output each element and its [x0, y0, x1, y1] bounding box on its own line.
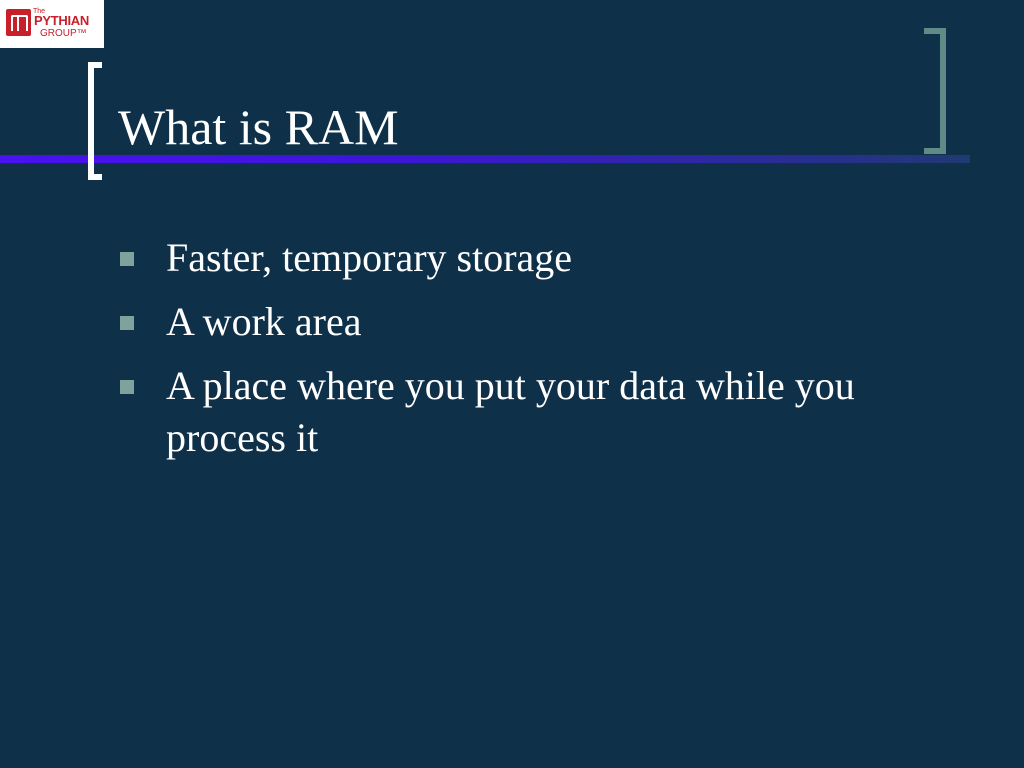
logo-text-group: GROUP™: [40, 28, 87, 39]
logo-text-name: PYTHIAN: [34, 13, 89, 28]
bullet-text: A place where you put your data while yo…: [166, 363, 855, 460]
logo-text-the: The: [33, 8, 46, 15]
pythian-group-logo: The PYTHIAN GROUP™: [0, 0, 104, 48]
bullet-list: Faster, temporary storage A work area A …: [118, 232, 978, 476]
square-bullet-icon: [120, 316, 134, 330]
bullet-text: Faster, temporary storage: [166, 235, 573, 280]
bullet-text: A work area: [166, 299, 362, 344]
bullet-item: Faster, temporary storage: [118, 232, 978, 284]
square-bullet-icon: [120, 252, 134, 266]
bullet-item: A place where you put your data while yo…: [118, 360, 978, 464]
bullet-item: A work area: [118, 296, 978, 348]
title-underline-rule: [0, 155, 970, 163]
right-bracket-decoration: [924, 28, 946, 154]
slide-title: What is RAM: [118, 99, 399, 155]
square-bullet-icon: [120, 380, 134, 394]
left-bracket-decoration: [88, 62, 102, 180]
pythian-logo-mark-icon: [6, 9, 31, 36]
